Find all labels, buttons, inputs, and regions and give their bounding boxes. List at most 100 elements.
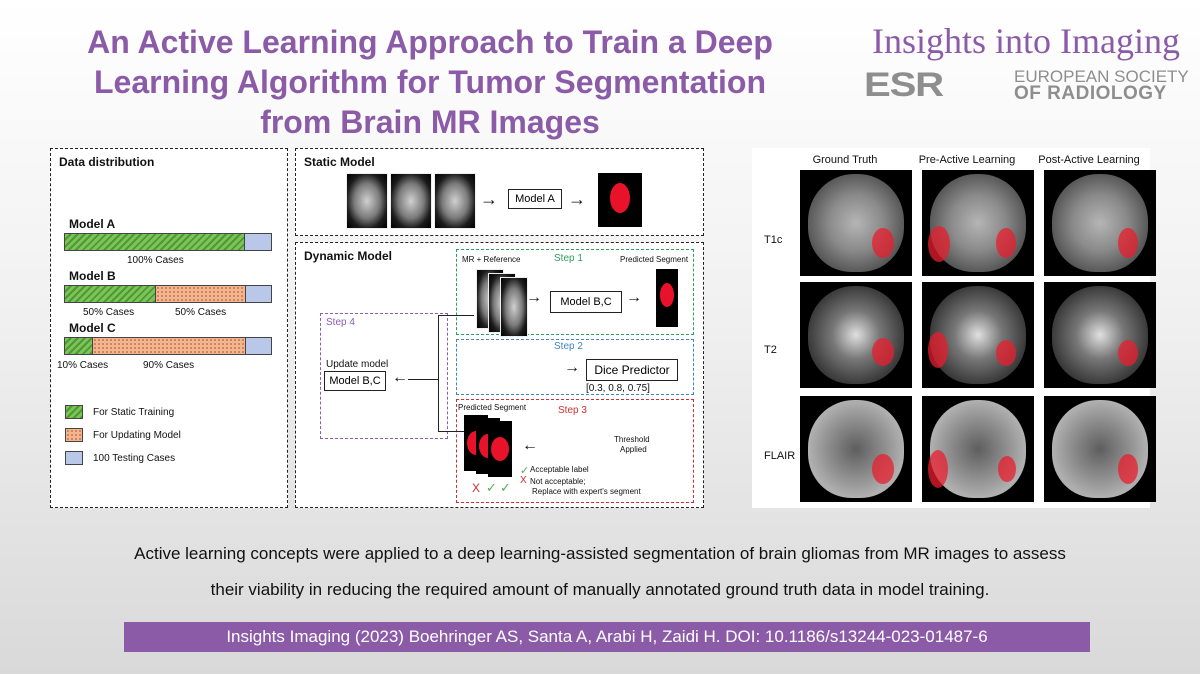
- model-a-pct: 100% Cases: [127, 255, 184, 266]
- model-b-label: Model B: [69, 269, 116, 283]
- dyn-predicted-segment-1: [656, 269, 678, 327]
- legend-testing-label: 100 Testing Cases: [93, 453, 176, 464]
- model-a-box: Model A: [508, 189, 562, 209]
- threshold-line-2: Applied: [620, 445, 647, 454]
- column-ground-truth: Ground Truth: [812, 154, 878, 166]
- predicted-segment-label-2: Predicted Segment: [458, 403, 527, 412]
- legend-static-swatch: [65, 405, 83, 419]
- esr-logo-block: ESR EUROPEAN SOCIETY OF RADIOLOGY: [862, 66, 1189, 106]
- acceptable-label: Acceptable label: [530, 465, 589, 474]
- feedback-line-bottom: [438, 431, 464, 432]
- step-1-arrow-1: →: [526, 289, 542, 306]
- step-3-label: Step 3: [558, 405, 587, 416]
- t2-post-active-image: [1044, 282, 1156, 388]
- acceptable-check-icon: ✓: [520, 465, 530, 477]
- step-4-label: Step 4: [326, 317, 355, 328]
- step-4-arrow: ←: [392, 369, 408, 386]
- model-b-pct-update: 50% Cases: [175, 307, 227, 318]
- step-2-arrow: →: [564, 359, 580, 376]
- column-pre-active: Pre-Active Learning: [918, 154, 1016, 166]
- mr-reference-label: MR + Reference: [462, 255, 521, 264]
- step3-segment-3: [488, 421, 512, 477]
- step-4-box: [320, 313, 448, 439]
- legend-update-swatch: [65, 428, 83, 442]
- accepted-mark-1: ✓: [486, 480, 497, 495]
- not-acceptable-cross-icon: X: [520, 475, 527, 486]
- esr-logo: ESR: [864, 66, 944, 104]
- row-t2: T2: [764, 344, 777, 356]
- static-model-panel: Static Model → Model A →: [295, 148, 704, 236]
- legend-update-label: For Updating Model: [93, 430, 181, 441]
- caption-line-2: their viability in reducing the required…: [210, 580, 990, 599]
- model-bc-box-2: Model B,C: [324, 371, 386, 391]
- flair-ground-truth-image: [800, 396, 912, 502]
- t1c-pre-active-image: [922, 170, 1034, 276]
- row-flair: FLAIR: [764, 450, 796, 462]
- predicted-segment-label-1: Predicted Segment: [620, 255, 689, 264]
- model-c-bar: [64, 337, 272, 355]
- threshold-line-1: Threshold: [614, 435, 650, 444]
- citation-bar: Insights Imaging (2023) Boehringer AS, S…: [124, 622, 1090, 652]
- summary-caption: Active learning concepts were applied to…: [30, 536, 1170, 608]
- model-b-testing-segment: [245, 286, 271, 302]
- column-post-active: Post-Active Learning: [1038, 154, 1140, 166]
- legend-static-label: For Static Training: [93, 407, 175, 418]
- society-name: EUROPEAN SOCIETY OF RADIOLOGY: [1014, 67, 1189, 104]
- model-b-pct-static: 50% Cases: [83, 307, 135, 318]
- feedback-line-top: [438, 315, 474, 316]
- legend-testing-swatch: [65, 451, 83, 465]
- dice-predictor-box: Dice Predictor: [586, 359, 678, 381]
- flair-post-active-image: [1044, 396, 1156, 502]
- society-line-1: EUROPEAN SOCIETY: [1014, 67, 1189, 86]
- accepted-mark-2: ✓: [500, 480, 511, 495]
- static-arrow-1: →: [480, 189, 498, 209]
- dice-values: [0.3, 0.8, 0.75]: [586, 383, 650, 394]
- model-b-static-segment: [65, 286, 155, 302]
- dynamic-model-panel: Dynamic Model Step 1 MR + Reference Pred…: [295, 242, 704, 508]
- model-b-bar: [64, 285, 272, 303]
- step-1-label: Step 1: [554, 253, 583, 264]
- dynamic-model-title: Dynamic Model: [304, 249, 393, 263]
- data-distribution-panel: Data distribution Model A 100% Cases Mod…: [50, 148, 288, 508]
- model-a-static-segment: [65, 234, 245, 250]
- title-line-3: from Brain MR Images: [260, 104, 600, 140]
- model-b-update-segment: [154, 286, 246, 302]
- model-c-update-segment: [91, 338, 246, 354]
- title-line-2: Learning Algorithm for Tumor Segmentatio…: [94, 64, 766, 100]
- step-2-label: Step 2: [554, 341, 583, 352]
- step-2-box: [456, 339, 694, 395]
- feedback-line-mid: [408, 379, 438, 380]
- model-c-pct-update: 90% Cases: [143, 360, 195, 371]
- society-line-2: OF RADIOLOGY: [1014, 83, 1167, 104]
- update-model-label: Update model: [326, 359, 389, 370]
- rejected-mark: X: [472, 481, 481, 495]
- model-c-pct-static: 10% Cases: [57, 360, 109, 371]
- model-c-label: Model C: [69, 321, 116, 335]
- page-title: An Active Learning Approach to Train a D…: [30, 22, 830, 142]
- dyn-mri-3: [500, 277, 528, 337]
- step3-tumor-mask-3: [491, 437, 509, 461]
- title-line-1: An Active Learning Approach to Train a D…: [87, 24, 773, 60]
- static-model-title: Static Model: [304, 155, 375, 169]
- t1c-post-active-image: [1044, 170, 1156, 276]
- model-c-testing-segment: [245, 338, 271, 354]
- step-1-arrow-2: →: [626, 289, 642, 306]
- mri-image-1: [346, 173, 388, 229]
- flair-pre-active-image: [922, 396, 1034, 502]
- dyn-tumor-mask-1: [660, 283, 674, 307]
- segmentation-comparison-panel: Ground Truth Pre-Active Learning Post-Ac…: [752, 148, 1156, 508]
- t2-ground-truth-image: [800, 282, 912, 388]
- model-a-bar: [64, 233, 272, 251]
- step-3-box: [456, 399, 694, 503]
- model-bc-box-1: Model B,C: [550, 291, 622, 313]
- feedback-line-vertical: [438, 315, 439, 431]
- model-a-label: Model A: [69, 217, 116, 231]
- mri-image-2: [390, 173, 432, 229]
- mri-image-3: [434, 173, 476, 229]
- step-3-arrow: ←: [522, 437, 538, 454]
- row-t1c: T1c: [764, 234, 783, 246]
- not-acceptable-line-2: Replace with expert's segment: [532, 487, 641, 496]
- model-a-testing-segment: [244, 234, 271, 250]
- data-distribution-title: Data distribution: [59, 155, 155, 169]
- model-c-static-segment: [65, 338, 92, 354]
